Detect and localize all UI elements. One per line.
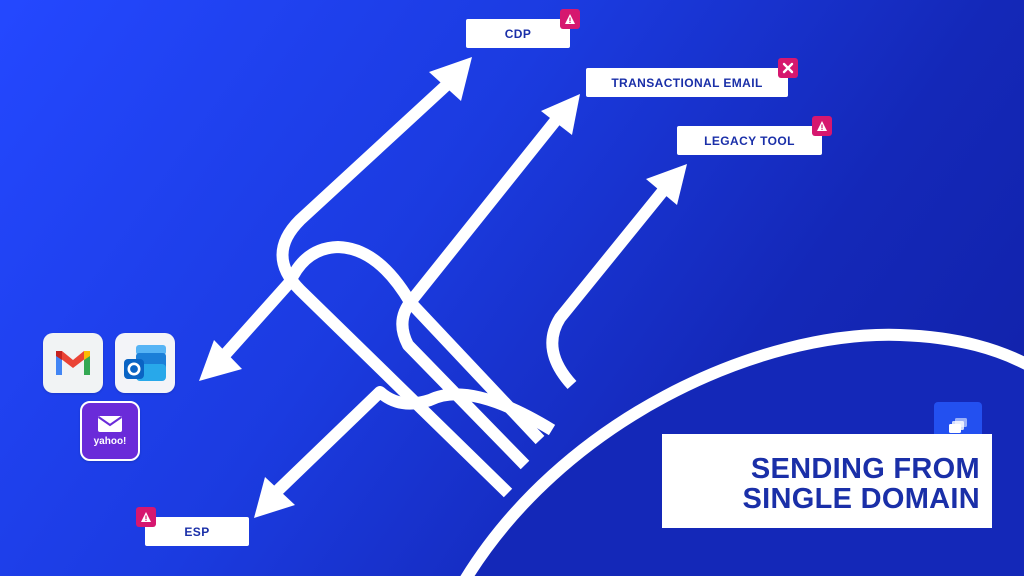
warning-icon: [560, 9, 580, 29]
title-line-1: SENDING FROM: [750, 453, 980, 485]
warning-icon: [136, 507, 156, 527]
yahoo-wordmark: yahoo!: [93, 436, 127, 447]
title-line-2: SINGLE DOMAIN: [742, 483, 980, 515]
envelope-icon: [97, 416, 123, 432]
route-to-legacy-tool: [546, 182, 672, 390]
label-esp: ESP: [145, 517, 249, 546]
arrowhead-transactional-email: [541, 94, 580, 135]
gmail-icon: [43, 333, 103, 393]
label-legacy-tool: LEGACY TOOL: [677, 126, 822, 155]
route-to-mailbox-providers: [217, 241, 545, 445]
warning-icon: [812, 116, 832, 136]
title-card: SENDING FROM SINGLE DOMAIN: [662, 434, 992, 528]
yahoo-mail-icon: yahoo!: [80, 401, 140, 461]
route-to-cdp: [276, 75, 513, 498]
outlook-icon: [115, 333, 175, 393]
arrowhead-mailbox-providers: [199, 340, 242, 381]
arrowhead-legacy-tool: [646, 164, 687, 205]
close-icon: [778, 58, 798, 78]
arrowhead-cdp: [429, 57, 472, 101]
label-transactional-email: TRANSACTIONAL EMAIL: [586, 68, 788, 97]
arrowhead-esp: [254, 477, 295, 518]
route-to-esp: [265, 386, 556, 503]
label-cdp: CDP: [466, 19, 570, 48]
